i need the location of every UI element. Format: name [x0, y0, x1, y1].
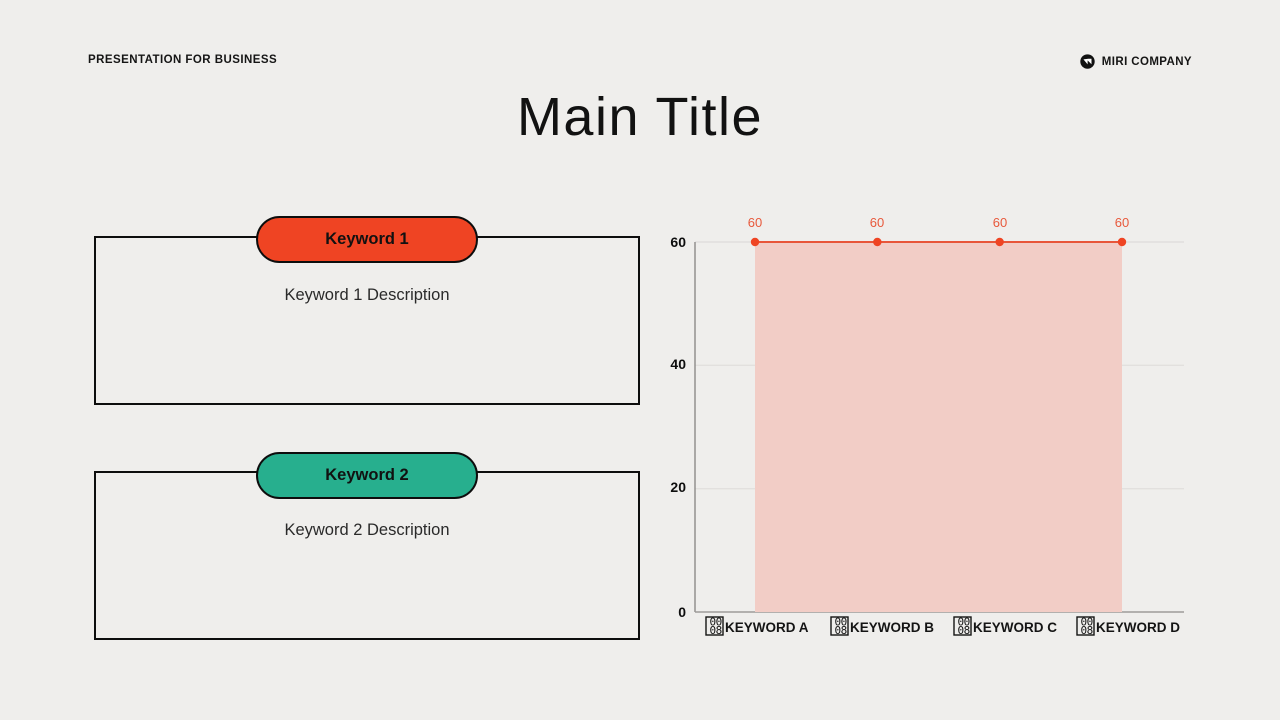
data-label-1: 60 — [870, 215, 884, 230]
data-point-marker[interactable] — [1117, 237, 1127, 247]
chart-area-fill — [755, 242, 1122, 612]
brand-name: MIRI COMPANY — [1101, 55, 1192, 68]
svg-text:08: 08 — [958, 624, 970, 637]
y-tick-40: 40 — [670, 356, 686, 372]
keyword-area-chart: 60 60 60 60 60 40 20 0 00 08 KEYWORD A 0… — [648, 196, 1208, 646]
missing-glyph-box-icon: 00 08 — [953, 616, 972, 637]
x-axis-category-0: 00 08 KEYWORD A — [705, 616, 809, 637]
keyword-2-pill[interactable]: Keyword 2 — [256, 452, 478, 499]
data-label-2: 60 — [993, 215, 1007, 230]
svg-text:08: 08 — [710, 624, 722, 637]
x-tick-label-2: KEYWORD C — [973, 620, 1057, 635]
x-tick-label-3: KEYWORD D — [1096, 620, 1180, 635]
x-tick-label-1: KEYWORD B — [850, 620, 934, 635]
svg-text:00: 00 — [835, 616, 847, 629]
data-point-marker[interactable] — [995, 237, 1004, 247]
x-axis-category-1: 00 08 KEYWORD B — [830, 616, 934, 637]
missing-glyph-box-icon: 00 08 — [705, 616, 724, 637]
chart-canvas: 60 60 60 60 60 40 20 0 00 08 KEYWORD A 0… — [670, 215, 1184, 637]
missing-glyph-box-icon: 00 08 — [830, 616, 849, 637]
presentation-eyebrow: PRESENTATION FOR BUSINESS — [88, 54, 278, 66]
y-tick-0: 0 — [678, 604, 686, 620]
x-tick-label-0: KEYWORD A — [725, 620, 809, 635]
x-axis-category-2: 00 08 KEYWORD C — [953, 616, 1057, 637]
data-label-0: 60 — [748, 215, 762, 230]
svg-text:00: 00 — [1081, 616, 1093, 629]
data-point-marker[interactable] — [873, 237, 882, 247]
svg-text:00: 00 — [958, 616, 970, 629]
svg-text:00: 00 — [710, 616, 722, 629]
data-point-marker[interactable] — [750, 237, 760, 247]
chart-markers — [750, 237, 1127, 247]
x-axis-category-3: 00 08 KEYWORD D — [1076, 616, 1180, 637]
keyword-card-1-description: Keyword 1 Description — [284, 286, 450, 304]
y-tick-20: 20 — [670, 479, 686, 495]
keyword-1-pill[interactable]: Keyword 1 — [256, 216, 478, 263]
y-tick-60: 60 — [670, 234, 686, 250]
svg-text:08: 08 — [1081, 624, 1093, 637]
data-label-3: 60 — [1115, 215, 1129, 230]
page-title: Main Title — [516, 87, 764, 147]
keyword-card-2-description: Keyword 2 Description — [284, 521, 450, 539]
svg-text:08: 08 — [835, 624, 847, 637]
missing-glyph-box-icon: 00 08 — [1076, 616, 1095, 637]
miri-logo-icon — [1080, 54, 1095, 69]
brand-lockup: MIRI COMPANY — [1080, 54, 1192, 69]
